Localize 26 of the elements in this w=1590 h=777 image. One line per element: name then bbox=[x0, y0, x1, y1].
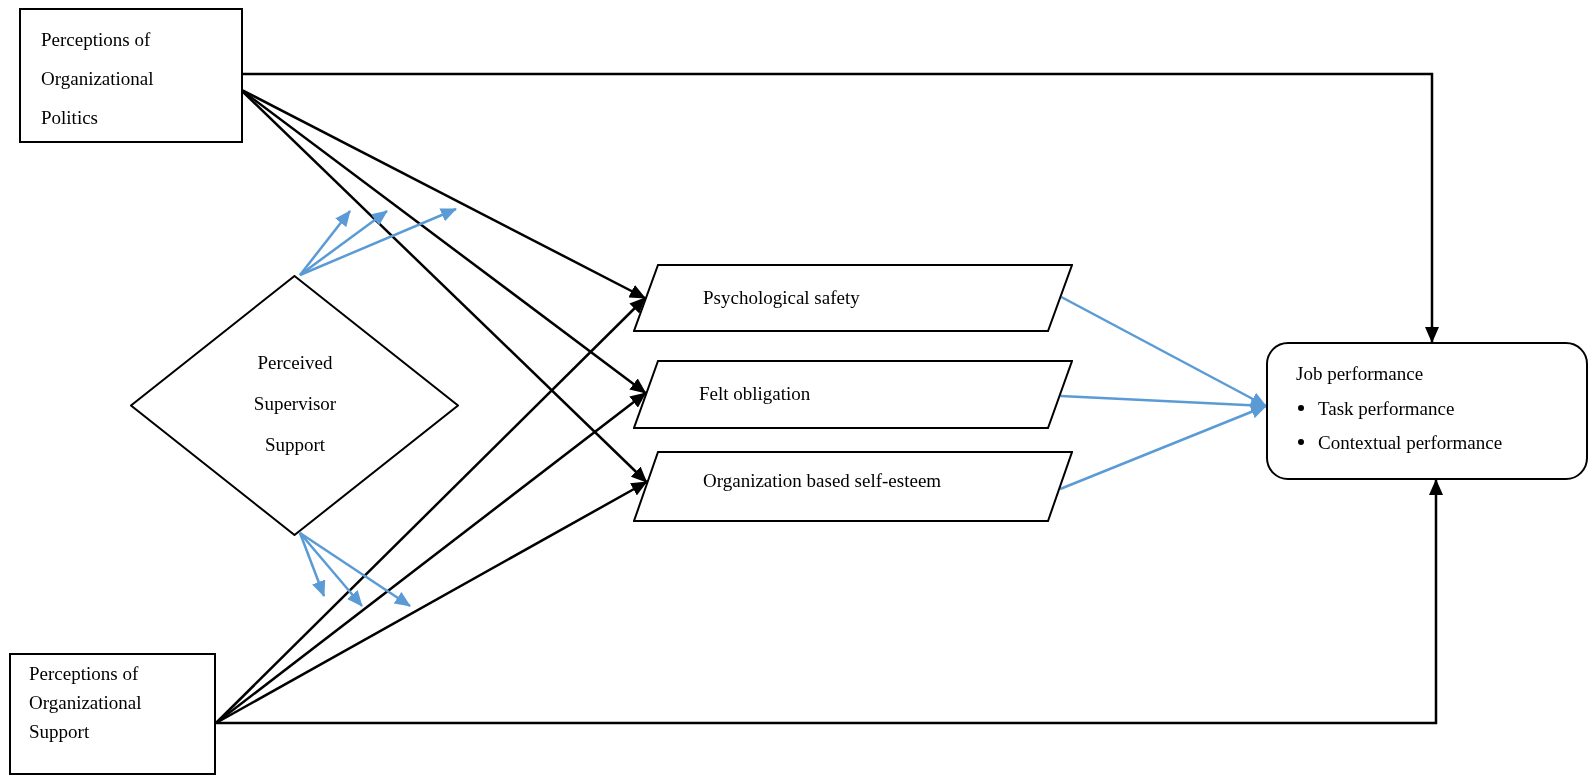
outcome-box bbox=[1266, 342, 1588, 480]
node-label: Psychological safety bbox=[703, 286, 860, 310]
moderation-arrow bbox=[299, 531, 411, 608]
moderation-arrow bbox=[298, 532, 326, 597]
mediator-parallelogram bbox=[633, 451, 1073, 522]
mediator-parallelogram bbox=[633, 264, 1073, 332]
moderator-diamond bbox=[130, 275, 459, 536]
concept-box bbox=[9, 653, 216, 775]
node-label: Felt obligation bbox=[699, 382, 811, 406]
node-label: Perceptions of Organizational Support bbox=[29, 662, 143, 744]
mediator-parallelogram bbox=[633, 360, 1073, 429]
node-label: Job performance bbox=[1296, 362, 1425, 386]
bullet-text: Task performance bbox=[1318, 396, 1455, 421]
arrow bbox=[216, 479, 1443, 725]
arrow bbox=[1059, 404, 1267, 491]
bullet-text: Contextual performance bbox=[1318, 431, 1503, 455]
moderation-arrow bbox=[299, 210, 388, 276]
moderation-arrow bbox=[299, 210, 351, 276]
moderation-arrow bbox=[299, 532, 363, 607]
node-label: Perceptions of Organizational Politics bbox=[41, 28, 155, 130]
arrow bbox=[1060, 295, 1267, 408]
node-label: Perceived Supervisor Support bbox=[252, 351, 338, 457]
node-label: Organization based self-esteem bbox=[703, 469, 942, 493]
concept-box bbox=[19, 8, 243, 143]
arrow bbox=[243, 72, 1439, 343]
moderation-arrow bbox=[299, 207, 457, 277]
